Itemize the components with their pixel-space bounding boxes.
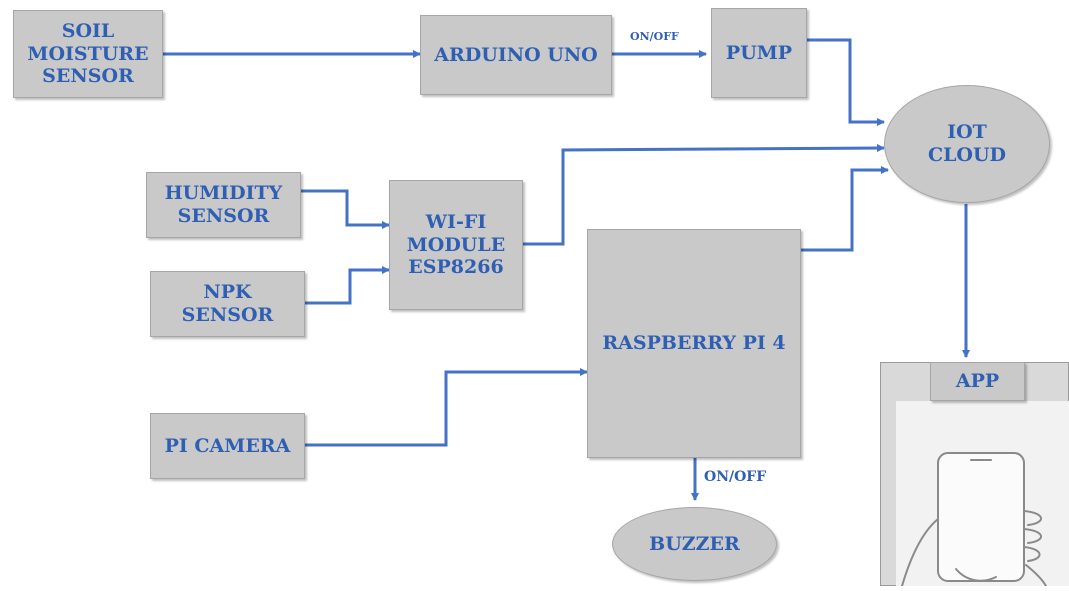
app-label: APP <box>956 370 999 393</box>
arduino-pump-edge-label: ON/OFF <box>630 30 679 43</box>
wifi-module-box: WI-FI MODULE ESP8266 <box>389 180 523 310</box>
arduino-uno-label: ARDUINO UNO <box>434 44 598 67</box>
edge-npk-to-wifi <box>305 270 389 303</box>
app-screen <box>896 401 1069 586</box>
raspberry-pi-box: RASPBERRY PI 4 <box>587 229 801 458</box>
soil-moisture-sensor-box: SOIL MOISTURE SENSOR <box>13 10 163 98</box>
hand-phone-icon <box>896 401 1069 586</box>
buzzer-node: BUZZER <box>612 507 777 581</box>
humidity-sensor-box: HUMIDITY SENSOR <box>146 172 301 238</box>
arduino-uno-box: ARDUINO UNO <box>420 15 612 95</box>
humidity-line-1: HUMIDITY <box>165 182 283 205</box>
buzzer-label: BUZZER <box>649 533 740 556</box>
humidity-line-2: SENSOR <box>165 205 283 228</box>
raspberry-buzzer-edge-label: ON/OFF <box>704 469 766 485</box>
raspberry-pi-label: RASPBERRY PI 4 <box>602 332 785 355</box>
soil-moisture-line-3: SENSOR <box>27 65 148 88</box>
npk-line-2: SENSOR <box>182 304 274 327</box>
wifi-line-1: WI-FI <box>407 211 505 234</box>
app-box: APP <box>930 362 1025 401</box>
edge-humidity-to-wifi <box>301 191 389 225</box>
iot-cloud-line-2: CLOUD <box>928 144 1006 167</box>
npk-sensor-box: NPK SENSOR <box>150 271 305 337</box>
wifi-line-3: ESP8266 <box>407 256 505 279</box>
soil-moisture-line-1: SOIL <box>27 20 148 43</box>
pump-box: PUMP <box>711 8 807 98</box>
iot-cloud-node: IOT CLOUD <box>884 85 1050 203</box>
edge-raspberry-to-cloud <box>801 170 888 250</box>
edge-camera-to-raspberry <box>305 372 587 445</box>
pi-camera-box: PI CAMERA <box>150 413 305 479</box>
pi-camera-label: PI CAMERA <box>165 435 291 458</box>
edge-pump-to-cloud <box>807 40 884 122</box>
soil-moisture-line-2: MOISTURE <box>27 43 148 66</box>
npk-line-1: NPK <box>182 281 274 304</box>
iot-cloud-line-1: IOT <box>928 121 1006 144</box>
wifi-line-2: MODULE <box>407 234 505 257</box>
pump-label: PUMP <box>726 42 792 65</box>
